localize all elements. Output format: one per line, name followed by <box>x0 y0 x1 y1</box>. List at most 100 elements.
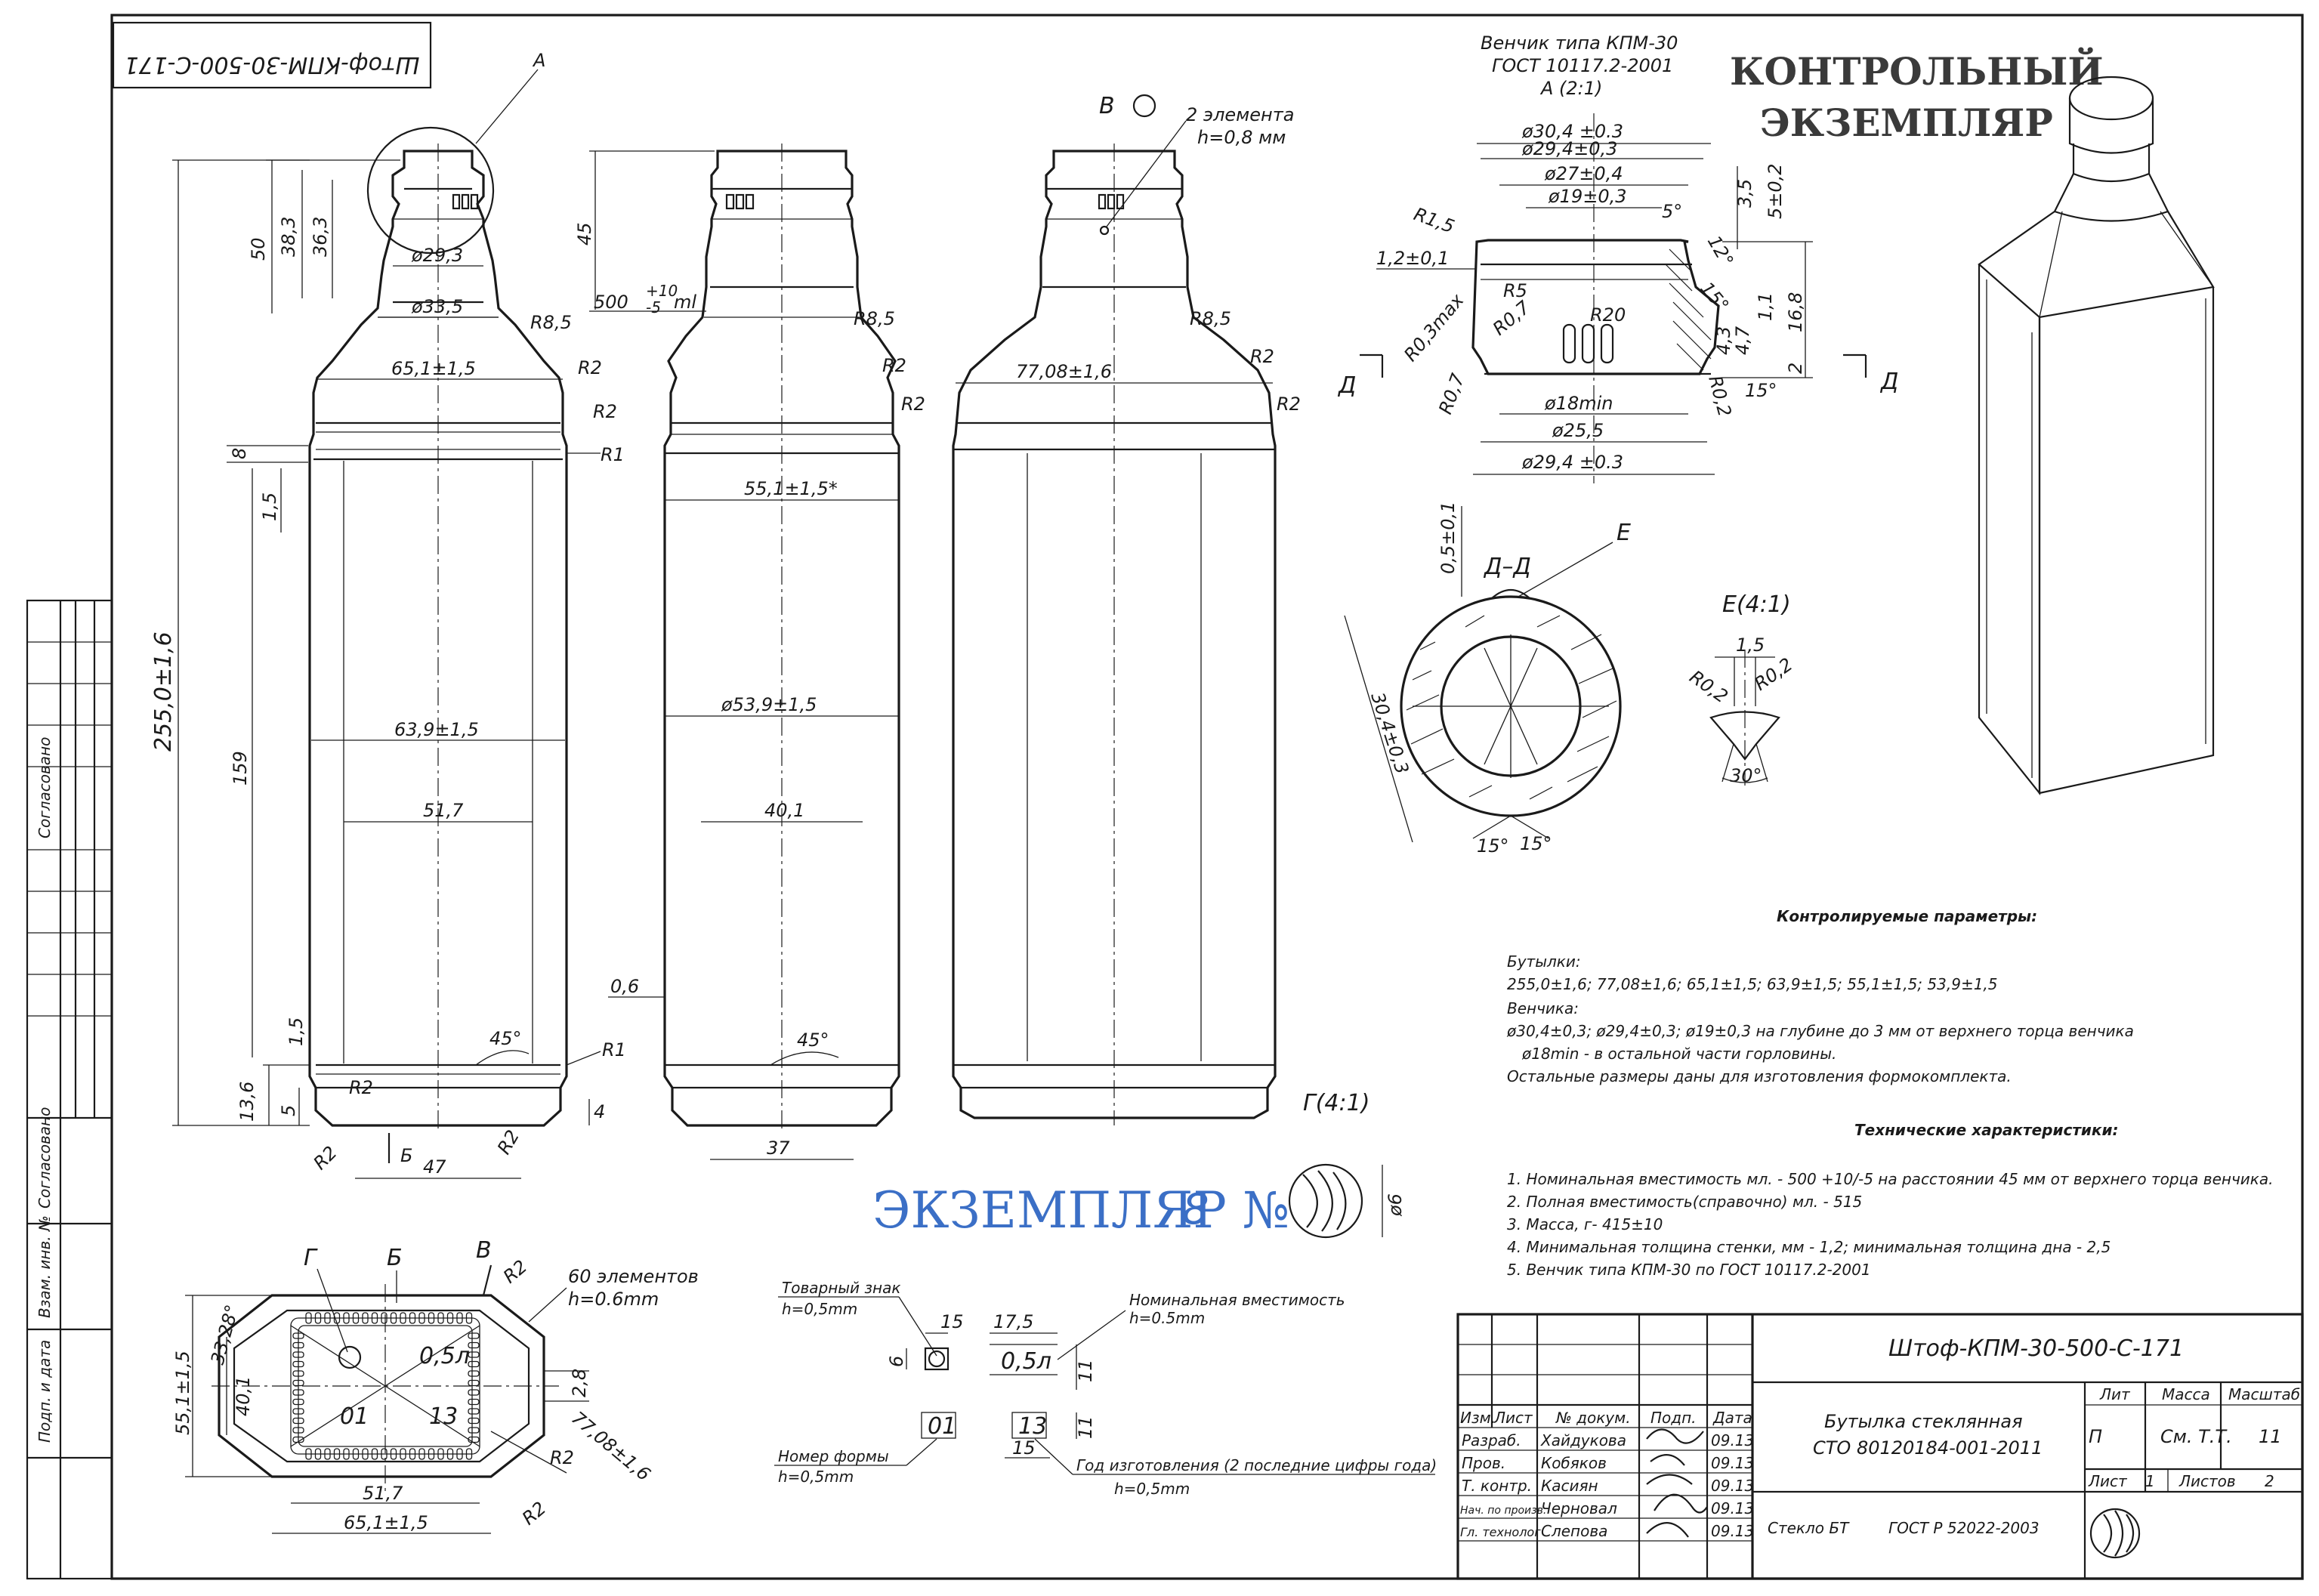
bottom-a3328: 33,28° <box>207 1302 243 1366</box>
tb-col-list: Лист <box>1493 1409 1533 1427</box>
notes-line-4: ø30,4±0,3; ø29,4±0,3; ø19±0,3 на глубине… <box>1506 1022 2134 1040</box>
knurl-element <box>292 1370 304 1377</box>
tb-role-3: Т. контр. <box>1462 1477 1532 1495</box>
dim-e-w15: 1,5 <box>1736 634 1765 656</box>
dim-vol: 500 <box>594 292 628 313</box>
tb-date-4: 09.13 <box>1711 1499 1754 1517</box>
tb-role-2: Пров. <box>1462 1454 1505 1472</box>
tb-name-3: Касиян <box>1541 1477 1598 1495</box>
dim-fin-r07a: R0,7 <box>1489 296 1535 339</box>
dim-h136: 13,6 <box>236 1082 258 1122</box>
bottom-label-g: Г <box>304 1245 318 1271</box>
knurl-element <box>390 1312 397 1324</box>
dim-diag-r2a: R2 <box>1250 346 1274 367</box>
dim-fin-h12: 1,2±0,1 <box>1376 248 1449 269</box>
dim-h15a: 1,5 <box>259 492 280 521</box>
finish-header-3: А (2:1) <box>1539 78 1602 99</box>
knurl-element <box>362 1312 369 1324</box>
side-strip: Согласовано Согласовано Взам. инв. № Под… <box>26 599 113 1580</box>
dim-e-r02a: R0,2 <box>1686 666 1732 707</box>
dim-h50: 50 <box>248 237 269 261</box>
dim-r2a: R2 <box>578 357 602 378</box>
knurl-element <box>468 1351 480 1358</box>
dim-r85: R8,5 <box>530 312 572 333</box>
knurl-element <box>324 1312 331 1324</box>
knurl-element <box>362 1448 369 1460</box>
marking-detail: Товарный знак h=0,5mm 0,5л 15 17,5 6 Ном… <box>774 1279 1437 1498</box>
dim-r1top: R1 <box>601 444 625 465</box>
dim-w651: 65,1±1,5 <box>391 358 476 379</box>
tb-scale-header: Масштаб <box>2228 1385 2300 1403</box>
dim-fin-r02: R0,2 <box>1704 373 1735 418</box>
marking-w15b: 15 <box>1012 1437 1036 1459</box>
knurl-element <box>381 1448 388 1460</box>
knurl-element <box>437 1312 444 1324</box>
signatures <box>1646 1428 1708 1538</box>
dim-d293: ø29,3 <box>411 245 463 266</box>
knurl-element <box>343 1312 350 1324</box>
dim-fin-h5: 5±0,2 <box>1765 163 1786 219</box>
tb-material-1: Стекло БТ <box>1768 1519 1850 1537</box>
dim-fin-d294: ø29,4±0,3 <box>1521 138 1617 159</box>
section-b: Б <box>400 1145 412 1166</box>
knurl-element <box>400 1312 406 1324</box>
tb-name-1: Хайдукова <box>1540 1431 1626 1449</box>
dim-diag-w7708: 77,08±1,6 <box>1016 361 1112 382</box>
knurl-element <box>400 1448 406 1460</box>
ring-hatch <box>1406 615 1617 800</box>
marking-w175: 17,5 <box>993 1311 1033 1332</box>
dim-d539: ø53,9±1,5 <box>721 694 817 715</box>
dim-dd-t05: 0,5±0,1 <box>1437 502 1459 574</box>
dim-side-r2a: R2 <box>882 355 906 376</box>
notes: Контролируемые параметры: Бутылки: 255,0… <box>1506 907 2273 1279</box>
stamp-control-1: КОНТРОЛЬНЫЙ <box>1730 46 2104 94</box>
dim-r1bot: R1 <box>602 1039 626 1060</box>
tb-date-3: 09.13 <box>1711 1477 1754 1495</box>
tb-lit-header: Лит <box>2099 1385 2131 1403</box>
dim-fin-d304: ø30,4 ±0.3 <box>1521 121 1623 142</box>
tb-name-2: Кобяков <box>1541 1454 1607 1472</box>
knurl-element <box>465 1312 473 1324</box>
knurl-element <box>292 1351 304 1358</box>
knurl-element <box>468 1408 480 1415</box>
notes-heading: Контролируемые параметры: <box>1777 907 2037 925</box>
dim-r2c: R2 <box>349 1077 373 1098</box>
notes-tech-heading: Технические характеристики: <box>1854 1121 2119 1139</box>
tb-material-2: ГОСТ Р 52022-2003 <box>1888 1519 2040 1537</box>
bottom-r2a: R2 <box>499 1256 531 1288</box>
tb-mass: См. Т.Т. <box>2160 1426 2232 1447</box>
finish-header-1: Венчик типа КПМ-30 <box>1481 32 1678 54</box>
detail-g: Г(4:1) ø6 <box>1288 1090 1406 1239</box>
bottom-mark-year: 13 <box>429 1403 458 1430</box>
dim-h159: 159 <box>230 751 251 786</box>
dim-h8: 8 <box>229 448 250 459</box>
knurl-element <box>428 1312 435 1324</box>
notes-tech-3: 3. Масса, г- 415±10 <box>1507 1215 1663 1233</box>
tb-designation: Штоф-КПМ-30-500-С-171 <box>1888 1335 2184 1362</box>
bottom-w651: 65,1±1,5 <box>344 1512 428 1533</box>
dim-h15b: 1,5 <box>286 1017 307 1046</box>
tb-role-1: Разраб. <box>1462 1431 1521 1449</box>
dim-vol-unit: ml <box>674 292 696 313</box>
stamp-control-2: ЭКЗЕМПЛЯР <box>1760 100 2053 145</box>
knurl-element <box>428 1448 435 1460</box>
dim-h4: 4 <box>594 1101 605 1122</box>
tb-date-5: 09.13 <box>1711 1522 1754 1540</box>
corner-code: Штоф-КПМ-30-500-С-171 <box>124 51 419 78</box>
knurl-element <box>292 1398 304 1406</box>
bottom-h28: 2,8 <box>569 1369 590 1397</box>
company-logo <box>2089 1508 2141 1559</box>
dim-vol-tol-dn: -5 <box>646 298 661 316</box>
dim-d335: ø33,5 <box>411 296 463 317</box>
dim-h45: 45 <box>574 222 595 245</box>
marking-year-num: 13 <box>1018 1413 1047 1440</box>
dim-fin-h47: 4,7 <box>1732 326 1753 355</box>
knurl-element <box>371 1312 378 1324</box>
label-elements: 2 элемента <box>1186 104 1294 125</box>
section-dd-callout: Е <box>1617 520 1631 546</box>
dim-fin-h168: 16,8 <box>1785 292 1806 332</box>
section-dd: Д–Д Е 0,5±0,1 30,4±0,3 <box>1344 502 1631 857</box>
title-block: Изм. Лист № докум. Подп. Дата Разраб. Ха… <box>1456 1313 2304 1580</box>
dim-fin-r15: R1,5 <box>1411 203 1457 237</box>
side-view: 45 500 +10 -5 ml R8,5 R2 R2 55,1±1,5* ø5… <box>574 144 925 1160</box>
